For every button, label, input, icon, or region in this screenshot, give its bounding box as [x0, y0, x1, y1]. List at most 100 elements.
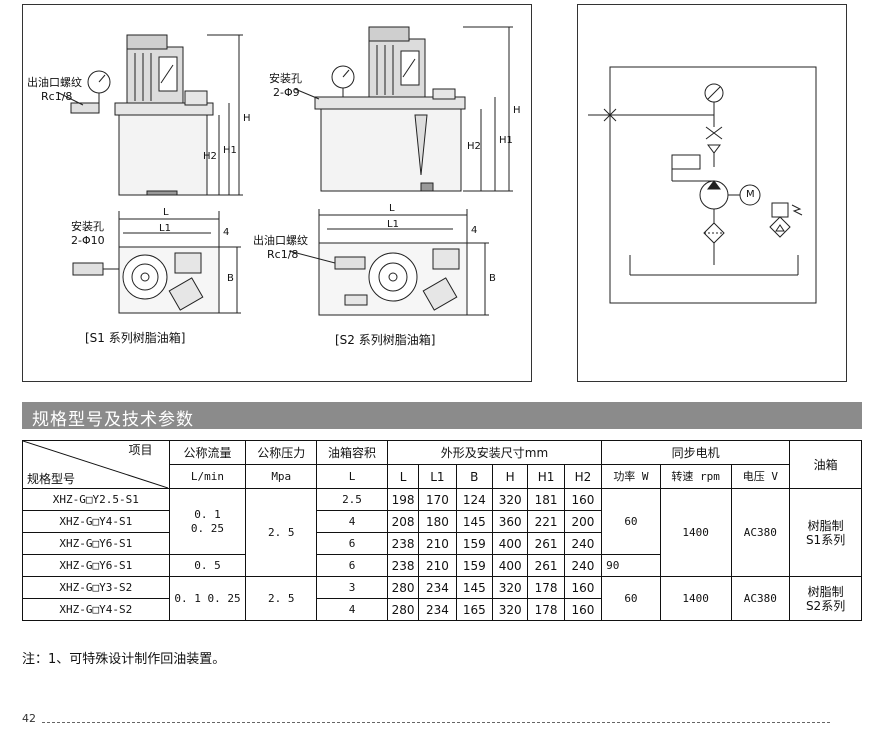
dim-cell: 178	[527, 576, 565, 599]
dim-cell: 400	[491, 532, 529, 555]
tank-group2-cell: 树脂制 S2系列	[789, 576, 862, 621]
s2-mount-spec: 2-Φ9	[273, 86, 300, 99]
dim-cell: 170	[418, 488, 457, 511]
table-header-row-2: L/min Mpa L L L1 B H H1 H2 功率 W 转速 rpm 电…	[23, 464, 862, 489]
dim-cell: 160	[563, 598, 603, 621]
s1-dim-4: 4	[223, 227, 230, 238]
flow-group1-a: 0. 1	[194, 507, 221, 521]
table-header-row-1: 项目 规格型号 公称流量 公称压力 油箱容积 外形及安装尺寸mm 同步电机 油箱	[22, 440, 862, 489]
capacity-cell: 6	[316, 532, 388, 555]
s2-front-view	[294, 26, 513, 192]
s1-outlet-label: 出油口螺纹	[27, 76, 82, 89]
dim-cell: 320	[491, 488, 529, 511]
model-cell: XHZ-G□Y4-S1	[22, 510, 170, 533]
s2-mount-label: 安装孔	[269, 72, 302, 85]
schematic-panel: M	[577, 4, 847, 382]
speed-group1: 1400	[659, 488, 732, 577]
header-diagonal-cell: 项目 规格型号	[22, 440, 170, 489]
header-power: 功率 W	[601, 464, 661, 489]
capacity-cell: 2.5	[316, 488, 388, 511]
dim-cell: 180	[418, 510, 457, 533]
dim-cell: 198	[386, 488, 420, 511]
model-cell: XHZ-G□Y2.5-S1	[22, 488, 170, 511]
dim-cell: 261	[527, 532, 565, 555]
dim-cell: 238	[386, 554, 420, 577]
power-group1: 60	[601, 488, 661, 555]
s1-outlet-thread: Rc1/8	[41, 90, 73, 103]
model-cell: XHZ-G□Y6-S1	[22, 532, 170, 555]
header-speed: 转速 rpm	[659, 464, 732, 489]
pressure-group2: 2. 5	[245, 576, 318, 621]
dim-cell: 261	[527, 554, 565, 577]
drawings-panel: 出油口螺纹 Rc1/8 H H1 H2 安装孔 2-Φ9 H H1 H2 安装孔…	[22, 4, 532, 382]
motor-label: M	[746, 189, 755, 200]
dim-cell: 160	[563, 576, 603, 599]
table-row: XHZ-G□Y4-S1 4 208 180 145 360 221 200	[22, 510, 862, 533]
section-title-bar: 规格型号及技术参数	[22, 402, 862, 430]
dim-cell: 234	[418, 598, 457, 621]
header-capacity-unit: L	[316, 464, 388, 489]
s2-top-view	[288, 209, 489, 316]
capacity-cell: 4	[316, 510, 388, 533]
dim-cell: 159	[455, 554, 493, 577]
capacity-cell: 3	[316, 576, 388, 599]
dim-cell: 124	[455, 488, 493, 511]
header-pressure-unit: Mpa	[245, 464, 318, 489]
dim-cell: 160	[563, 488, 603, 511]
s1-dim-h1: H1	[223, 145, 237, 156]
dim-cell: 145	[455, 510, 493, 533]
tank-group2-a: 树脂制	[807, 584, 844, 599]
header-flow: 公称流量	[168, 440, 247, 465]
s1-caption: [S1 系列树脂油箱]	[85, 331, 186, 345]
page-number: 42	[22, 712, 36, 725]
header-dim-l1: L1	[418, 464, 457, 489]
header-dim-h: H	[491, 464, 529, 489]
flow-row4: 0. 5	[168, 554, 247, 577]
s1-top-view	[72, 211, 241, 314]
dim-cell: 320	[491, 598, 529, 621]
dim-cell: 400	[491, 554, 529, 577]
header-motor: 同步电机	[601, 440, 791, 465]
header-item: 项目	[128, 443, 153, 457]
header-pressure: 公称压力	[245, 440, 318, 465]
s1-mount-label: 安装孔	[71, 220, 104, 233]
capacity-cell: 4	[316, 598, 388, 621]
dim-cell: 360	[491, 510, 529, 533]
model-cell: XHZ-G□Y6-S1	[22, 554, 170, 577]
dim-cell: 238	[386, 532, 420, 555]
s2-outlet-label: 出油口螺纹	[253, 234, 308, 247]
header-voltage: 电压 V	[730, 464, 791, 489]
dim-cell: 221	[527, 510, 565, 533]
tank-group1-cell: 树脂制 S1系列	[789, 488, 862, 577]
table-row: XHZ-G□Y3-S2 0. 1 0. 25 2. 5 3 280 234 14…	[22, 576, 862, 621]
header-dim-h2: H2	[563, 464, 603, 489]
header-dim-h1: H1	[527, 464, 565, 489]
flow-group2: 0. 1 0. 25	[168, 576, 247, 621]
dim-cell: 210	[418, 554, 457, 577]
header-capacity: 油箱容积	[316, 440, 388, 465]
power-row4: 90	[601, 554, 661, 577]
model-cell: XHZ-G□Y4-S2	[22, 598, 170, 621]
s2-dim-h1: H1	[499, 135, 513, 146]
voltage-group2: AC380	[730, 576, 791, 621]
dim-cell: 240	[563, 532, 603, 555]
dim-cell: 280	[386, 576, 420, 599]
voltage-group1: AC380	[730, 488, 791, 577]
capacity-cell: 6	[316, 554, 388, 577]
table-row: XHZ-G□Y6-S1 0. 5 6 238 210 159 400 261 2…	[22, 554, 862, 577]
s2-dim-l1: L1	[387, 219, 399, 230]
model-cell: XHZ-G□Y3-S2	[22, 576, 170, 599]
section-title: 规格型号及技术参数	[32, 410, 194, 430]
s1-dim-h2: H2	[203, 151, 217, 162]
dim-cell: 240	[563, 554, 603, 577]
header-model: 规格型号	[27, 472, 76, 486]
header-dim-b: B	[455, 464, 493, 489]
table-row: XHZ-G□Y4-S2 4 280 234 165 320 178 160	[22, 598, 862, 621]
dim-cell: 178	[527, 598, 565, 621]
s2-outlet-thread: Rc1/8	[267, 248, 299, 261]
flow-group1-b: 0. 25	[190, 521, 225, 535]
dim-cell: 165	[455, 598, 493, 621]
s2-caption: [S2 系列树脂油箱]	[335, 333, 436, 347]
tank-group2-b: S2系列	[805, 598, 846, 613]
dim-cell: 145	[455, 576, 493, 599]
